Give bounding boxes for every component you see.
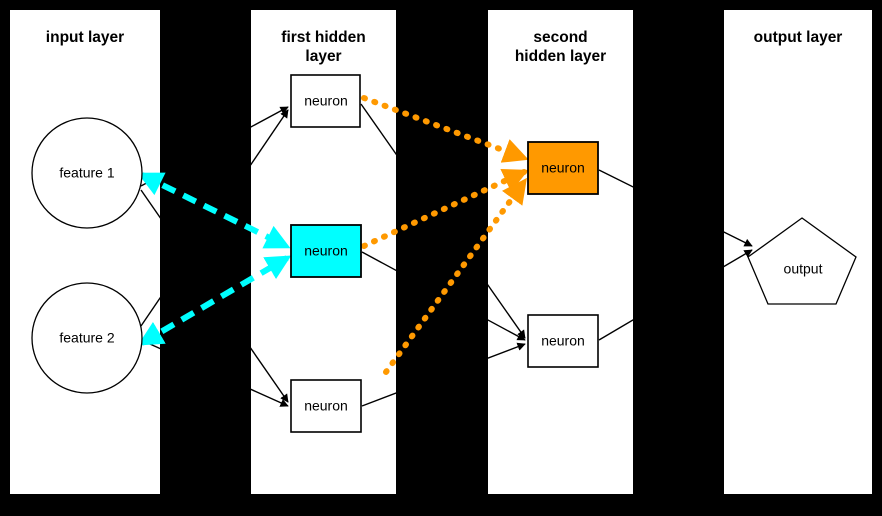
layer-panel-input: input layer [10,10,160,494]
layer-panel-output: output layer [724,10,872,494]
layer-title-input: input layer [45,29,125,46]
layer-title-output: output layer [753,29,843,46]
